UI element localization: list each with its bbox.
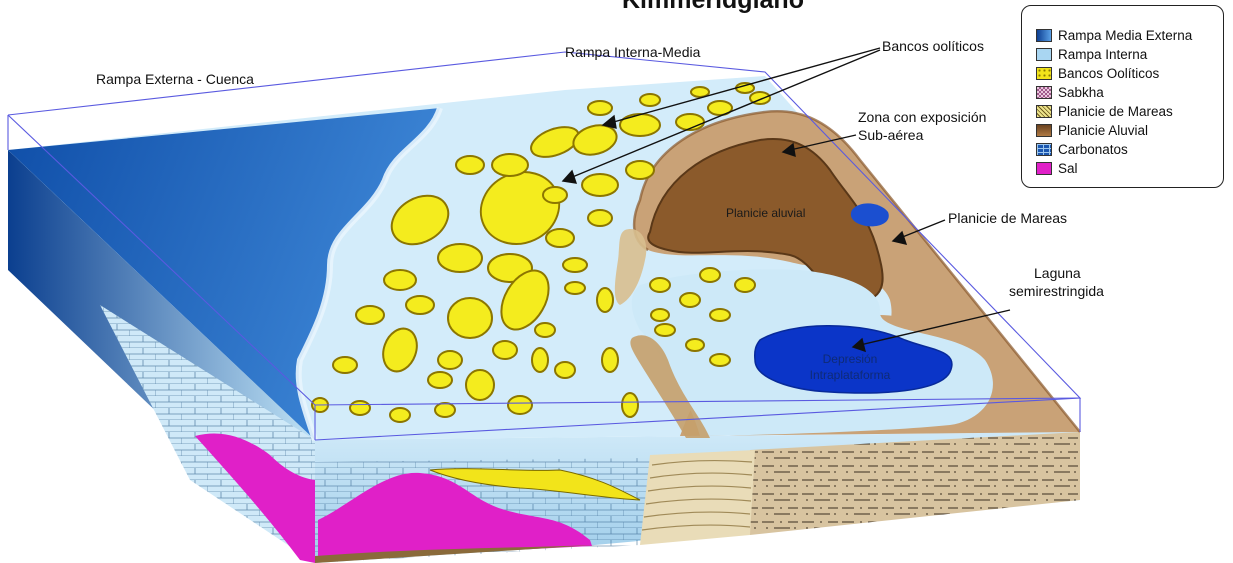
legend-label: Planicie de Mareas: [1058, 104, 1173, 119]
brown-swatch: [1036, 124, 1052, 137]
yellow-dotted-swatch: [1036, 67, 1052, 80]
front-face-sand-pattern: [750, 432, 1080, 535]
label-depresion: Depresión: [800, 351, 900, 367]
legend-item-sal: Sal: [1036, 159, 1078, 177]
pink-checker-swatch: [1036, 86, 1052, 99]
legend-item-rampa-interna: Rampa Interna: [1036, 45, 1147, 63]
legend-label: Sal: [1058, 161, 1078, 176]
legend-label: Rampa Media Externa: [1058, 28, 1192, 43]
legend-label: Bancos Oolíticos: [1058, 66, 1159, 81]
label-semirestringida: semirestringida: [1009, 283, 1104, 299]
label-planicie-aluvial-map: Planicie aluvial: [726, 206, 805, 220]
legend-label: Planicie Aluvial: [1058, 123, 1148, 138]
hatched-swatch: [1036, 105, 1052, 118]
diagram-title: Kimmeridgiano: [622, 0, 804, 15]
legend-item-sabkha: Sabkha: [1036, 83, 1104, 101]
legend-item-planicie-de-mareas: Planicie de Mareas: [1036, 102, 1173, 120]
legend-item-rampa-media-externa: Rampa Media Externa: [1036, 26, 1192, 44]
label-rampa-interna-media: Rampa Interna-Media: [565, 44, 700, 60]
light-blue-swatch: [1036, 48, 1052, 61]
label-laguna: Laguna: [1034, 265, 1081, 281]
legend-item-bancos-ooliticos: Bancos Oolíticos: [1036, 64, 1159, 82]
legend-item-planicie-aluvial: Planicie Aluvial: [1036, 121, 1148, 139]
legend-label: Carbonatos: [1058, 142, 1128, 157]
label-rampa-externa-cuenca: Rampa Externa - Cuenca: [96, 71, 254, 87]
legend: Rampa Media Externa Rampa Interna Bancos…: [1021, 5, 1224, 188]
label-sub-aerea: Sub-aérea: [858, 127, 923, 143]
magenta-swatch: [1036, 162, 1052, 175]
label-bancos-oolitico: Bancos oolíticos: [882, 38, 984, 54]
label-intraplataforma: Intraplataforma: [775, 367, 925, 383]
label-zona-exposicion: Zona con exposición: [858, 109, 986, 125]
legend-item-carbonatos: Carbonatos: [1036, 140, 1128, 158]
dark-blue-gradient-swatch: [1036, 29, 1052, 42]
label-planicie-de-mareas: Planicie de Mareas: [948, 210, 1067, 226]
brick-blue-swatch: [1036, 143, 1052, 156]
legend-label: Rampa Interna: [1058, 47, 1147, 62]
legend-label: Sabkha: [1058, 85, 1104, 100]
